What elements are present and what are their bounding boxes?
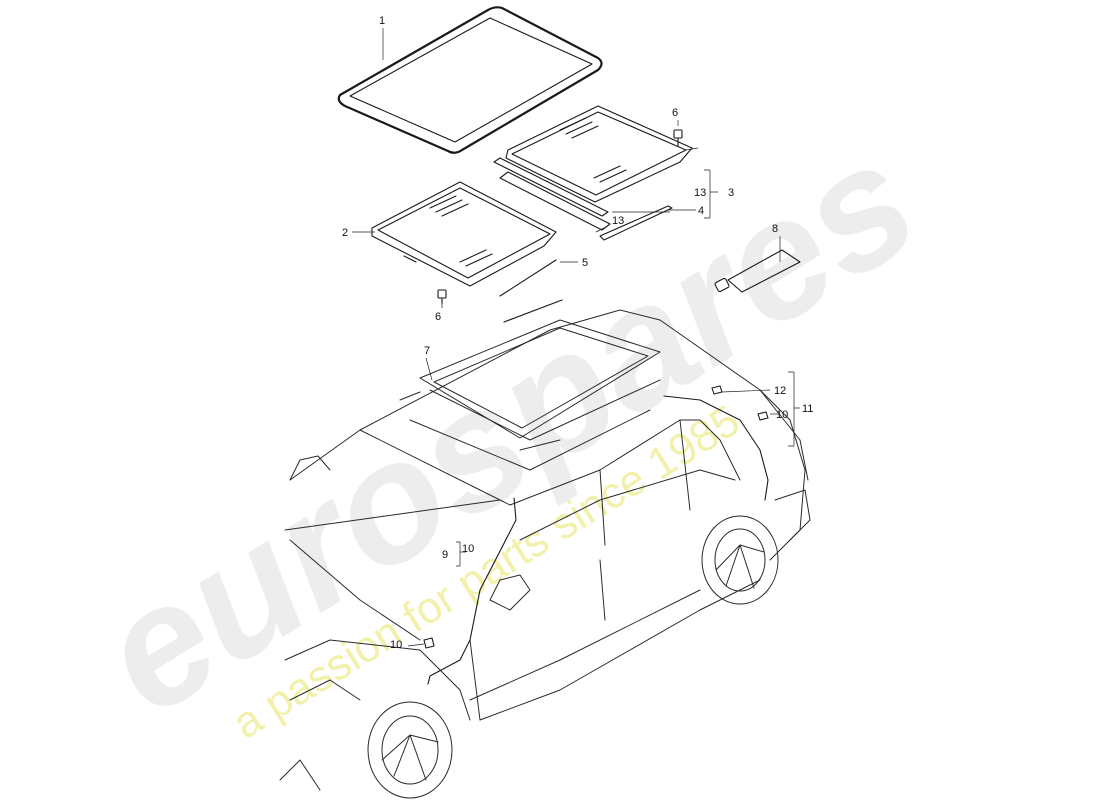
callout-10-front-bottom: 10 — [390, 639, 402, 651]
callout-10-front-top: 10 — [462, 543, 474, 555]
callout-11: 11 — [802, 403, 813, 415]
part-1-seal-frame — [337, 6, 603, 154]
callout-5: 5 — [582, 257, 588, 269]
watermark: eurospares a passion for parts since 198… — [69, 105, 947, 752]
part-10-clip-front — [423, 637, 435, 649]
part-13-seal-strip — [493, 157, 673, 241]
part-6-screw-bottom — [437, 289, 447, 305]
part-10-clip-rear — [757, 411, 769, 421]
part-9-front-drain-hose — [427, 497, 517, 685]
part-3-front-glass-panel — [505, 105, 693, 203]
part-2-rear-glass-panel — [371, 181, 557, 287]
callouts: 1 2 3 4 5 6 6 7 8 9 10 10 10 11 12 13 13 — [342, 15, 813, 651]
callout-3: 3 — [728, 187, 734, 199]
callout-8: 8 — [772, 223, 778, 235]
callout-2: 2 — [342, 227, 348, 239]
callout-13-right: 13 — [694, 187, 706, 199]
callout-7: 7 — [424, 345, 430, 357]
callout-13-center: 13 — [612, 215, 624, 227]
callout-12: 12 — [774, 385, 786, 397]
watermark-brand: eurospares — [69, 105, 947, 752]
callout-9: 9 — [442, 549, 448, 561]
part-6-screw-top — [673, 129, 683, 147]
leader-lines — [352, 28, 800, 647]
part-11-rear-drain-hose — [663, 395, 769, 501]
callout-10-rear: 10 — [776, 409, 788, 421]
callout-1: 1 — [379, 15, 385, 27]
callout-4: 4 — [698, 205, 704, 217]
vehicle-body — [279, 309, 811, 799]
part-8-sealant-tube — [714, 249, 801, 293]
part-5-trim-strip — [499, 259, 563, 323]
callout-6-top: 6 — [672, 107, 678, 119]
callout-6-bottom: 6 — [435, 311, 441, 323]
